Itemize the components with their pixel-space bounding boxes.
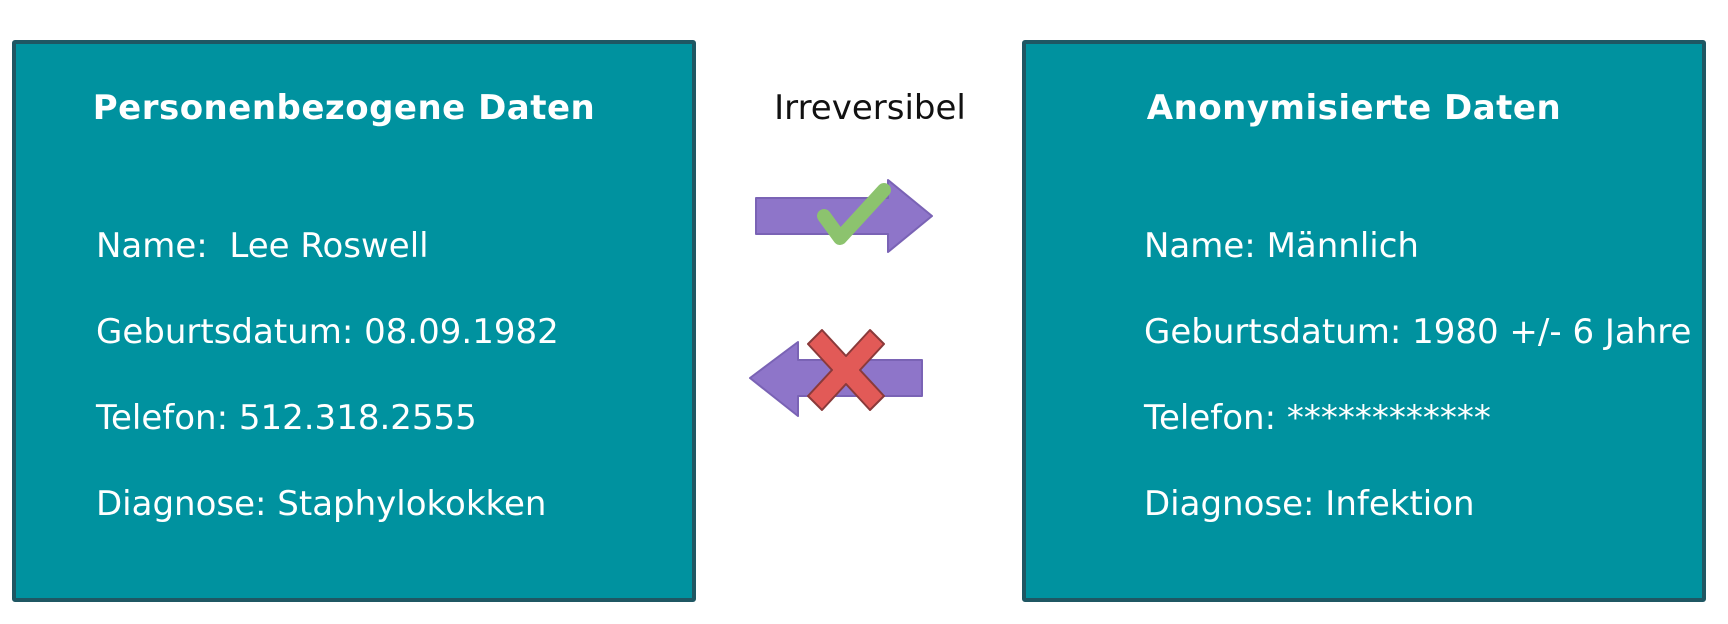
field-list: Name: Lee Roswell Geburtsdatum: 08.09.19… bbox=[96, 224, 559, 568]
irreversible-label: Irreversibel bbox=[774, 88, 966, 128]
personal-data-panel: Personenbezogene Daten Name: Lee Roswell… bbox=[12, 40, 696, 602]
panel-title: Anonymisierte Daten bbox=[1146, 88, 1562, 128]
field-phone: Telefon: ************ bbox=[1144, 398, 1491, 438]
field-name: Name: Männlich bbox=[1144, 226, 1419, 266]
panel-title: Personenbezogene Daten bbox=[92, 88, 596, 128]
check-icon bbox=[817, 183, 891, 245]
anonymized-data-panel: Anonymisierte Daten Name: Männlich Gebur… bbox=[1022, 40, 1706, 602]
field-name: Name: Lee Roswell bbox=[96, 226, 429, 266]
field-diagnosis: Diagnose: Infektion bbox=[1144, 484, 1475, 524]
field-diagnosis: Diagnose: Staphylokokken bbox=[96, 484, 547, 524]
direction-arrows bbox=[749, 179, 933, 417]
field-birthdate: Geburtsdatum: 1980 +/- 6 Jahre bbox=[1144, 312, 1692, 352]
cross-icon bbox=[807, 329, 885, 411]
field-list: Name: Männlich Geburtsdatum: 1980 +/- 6 … bbox=[1144, 224, 1691, 568]
field-phone: Telefon: 512.318.2555 bbox=[96, 398, 477, 438]
field-birthdate: Geburtsdatum: 08.09.1982 bbox=[96, 312, 559, 352]
